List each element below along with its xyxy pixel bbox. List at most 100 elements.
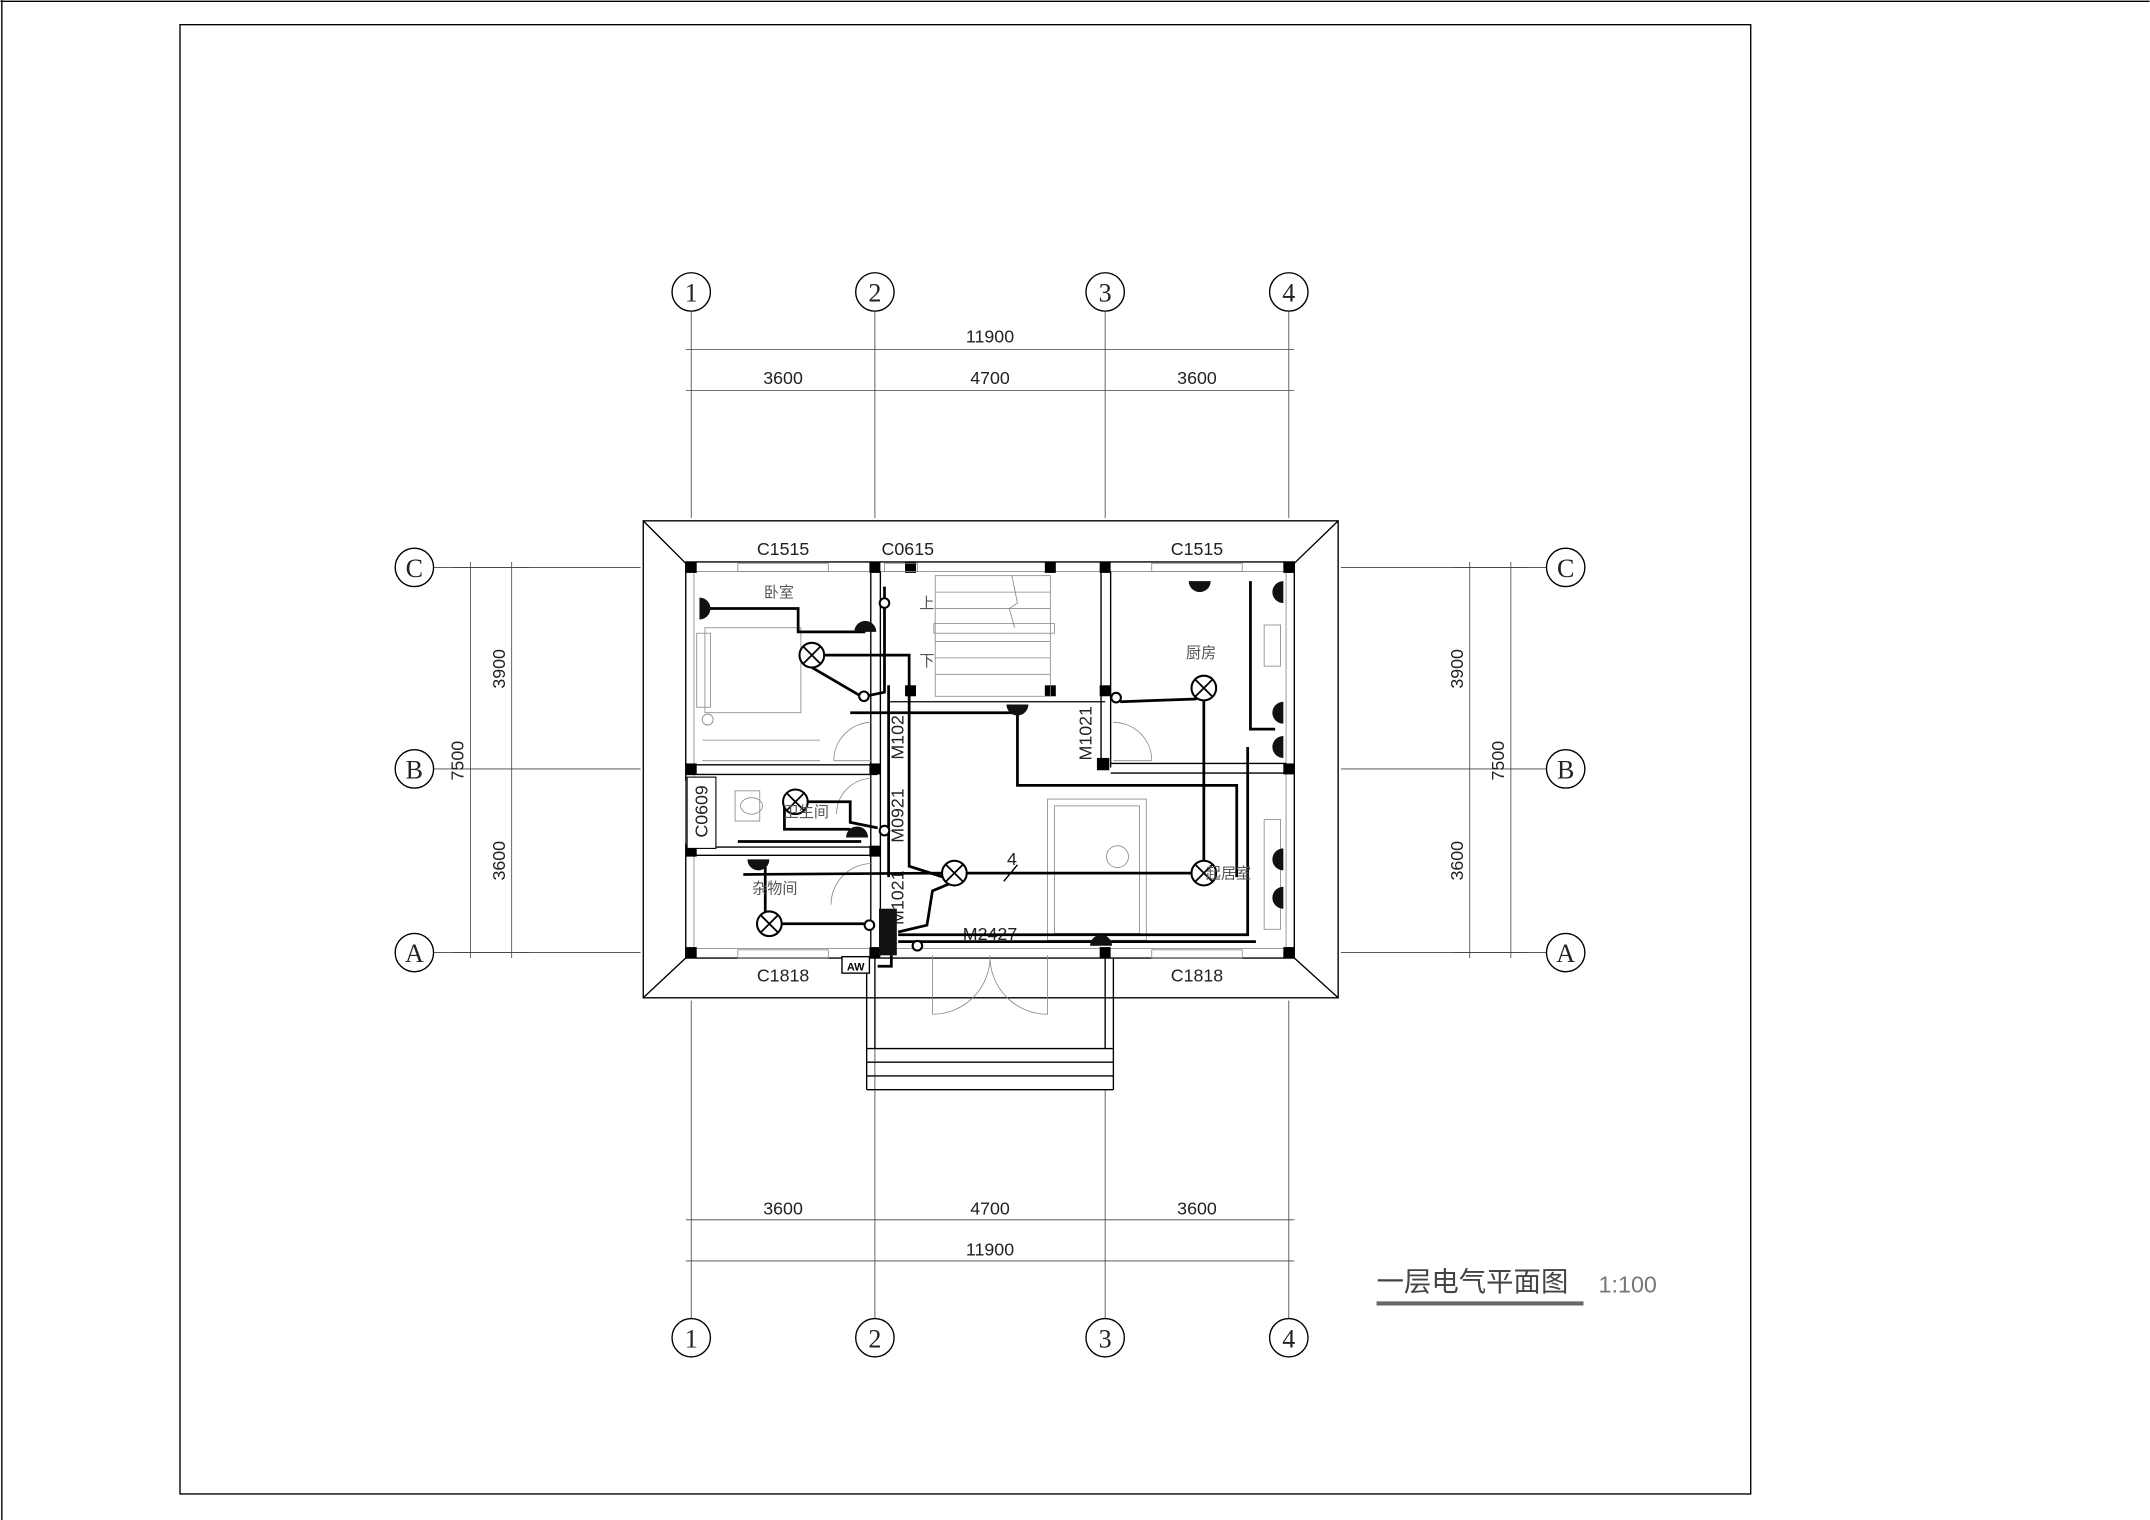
- switch-icon: [1110, 691, 1122, 704]
- distribution-panel: [879, 908, 897, 956]
- grid-lines: [433, 311, 1547, 1319]
- electrical-wiring: [704, 581, 1276, 968]
- ceiling-lamp-icon: [755, 910, 783, 938]
- entrance-porch: [865, 958, 1115, 1091]
- switch-icon: [858, 690, 870, 703]
- wire-count-label: 4: [1007, 849, 1017, 869]
- wire-count-tick: [1003, 864, 1018, 882]
- room-label-bedroom: 卧室: [764, 584, 794, 602]
- roof-eaves: [642, 520, 1339, 999]
- staircase: [933, 575, 1055, 697]
- ceiling-lamp-icon: [941, 859, 968, 887]
- dimension-text: 4700: [970, 1198, 1010, 1218]
- socket-icon: [1272, 848, 1284, 871]
- meter-box: [841, 955, 871, 974]
- dimension-text: 3600: [1447, 841, 1467, 881]
- door-label: M0921: [888, 788, 908, 843]
- axis-bubble: [855, 272, 895, 312]
- axis-bubble: [855, 1317, 895, 1358]
- room-label-storage: 杂物间: [752, 880, 797, 898]
- drawing-title: 一层电气平面图: [1377, 1267, 1569, 1298]
- axis-bubble: [394, 932, 435, 973]
- dimension-text: 7500: [1488, 741, 1508, 781]
- room-label-living: 起居室: [1206, 865, 1251, 883]
- dimension-text: 3600: [763, 1198, 803, 1218]
- dimension-text: 3600: [763, 368, 803, 388]
- window-label: C1515: [757, 539, 810, 559]
- dimension-top-total: 11900: [966, 327, 1014, 347]
- socket-icon: [1272, 581, 1284, 604]
- dimension-lines: [452, 349, 1528, 1262]
- stair-up-label: 上: [919, 595, 934, 613]
- bed: [704, 627, 802, 714]
- axis-label: 4: [1282, 279, 1295, 308]
- drawing-frame: [179, 23, 1752, 1495]
- dimension-text: 3600: [1177, 368, 1217, 388]
- axis-label: 2: [868, 1324, 881, 1353]
- socket-icon: [846, 826, 869, 838]
- room-label-bathroom: 卫生间: [784, 803, 829, 821]
- dimension-text: 3900: [489, 649, 509, 689]
- socket-icon: [1188, 581, 1211, 593]
- axis-bubble: [394, 749, 435, 789]
- ceiling-lamp-icon: [782, 788, 809, 816]
- axis-bubble: [1085, 1317, 1126, 1358]
- dimension-text: 7500: [448, 741, 468, 781]
- axis-label: 1: [685, 1324, 698, 1353]
- ceiling-lamp-icon: [798, 641, 826, 669]
- window-label: C1818: [757, 965, 810, 985]
- axis-bubble: [671, 272, 712, 312]
- axis-bubble: [1268, 1317, 1309, 1358]
- switch-icon: [863, 919, 876, 931]
- socket-icon: [699, 597, 711, 620]
- socket-icon: [1272, 736, 1284, 758]
- dimension-text: 3600: [489, 841, 509, 881]
- axis-bubble: [1085, 272, 1126, 312]
- socket-icon: [1006, 704, 1029, 716]
- axis-bubble: [671, 1317, 712, 1358]
- socket-icon: [1272, 886, 1284, 909]
- socket-icon: [1090, 934, 1113, 946]
- axis-label: 3: [1099, 1324, 1112, 1353]
- wall-sockets: [699, 581, 1284, 946]
- toilet: [734, 790, 761, 822]
- axis-label: C: [406, 554, 423, 583]
- axis-bubble: [1545, 547, 1586, 588]
- axis-label: 4: [1282, 1324, 1295, 1353]
- window-label: C1818: [1171, 965, 1224, 985]
- meter-box-label: AW: [847, 961, 865, 973]
- dimension-text: 3600: [1177, 1198, 1217, 1218]
- socket-icon: [1272, 701, 1284, 724]
- axis-label: A: [405, 939, 424, 968]
- stair-down-label: 下: [919, 652, 934, 670]
- axis-bubble: [394, 547, 435, 588]
- dimension-bottom-total: 11900: [966, 1239, 1014, 1259]
- axis-label: 2: [868, 279, 881, 308]
- window-label: C1515: [1171, 539, 1224, 559]
- sofa-set: [1047, 798, 1147, 941]
- axis-label: 3: [1099, 279, 1112, 308]
- ceiling-lamps: [755, 641, 1218, 938]
- socket-icon: [747, 859, 770, 871]
- window-label-box: [686, 776, 717, 849]
- door-swings: [830, 721, 1153, 1015]
- axis-bubble: [1545, 749, 1586, 789]
- axis-bubble: [1268, 272, 1309, 312]
- door-label: M1021: [1075, 706, 1095, 761]
- window-label: C0609: [692, 785, 712, 838]
- axis-label: 1: [685, 279, 698, 308]
- dimension-text: 3900: [1447, 649, 1467, 689]
- axis-bubbles: 1 2 3 4 1 2 3 4 C B A C B A: [394, 272, 1586, 1358]
- drawing-scale: 1:100: [1599, 1271, 1657, 1297]
- dimension-text: 4700: [970, 368, 1010, 388]
- switch-icon: [878, 597, 891, 609]
- axis-label: B: [1557, 756, 1574, 785]
- switches: [858, 597, 1122, 952]
- ceiling-lamp-icon: [1190, 674, 1218, 702]
- window-label: C0615: [882, 539, 935, 559]
- socket-icon: [854, 620, 877, 632]
- axis-label: C: [1557, 554, 1574, 583]
- axis-label: A: [1556, 939, 1575, 968]
- switch-icon: [878, 824, 891, 837]
